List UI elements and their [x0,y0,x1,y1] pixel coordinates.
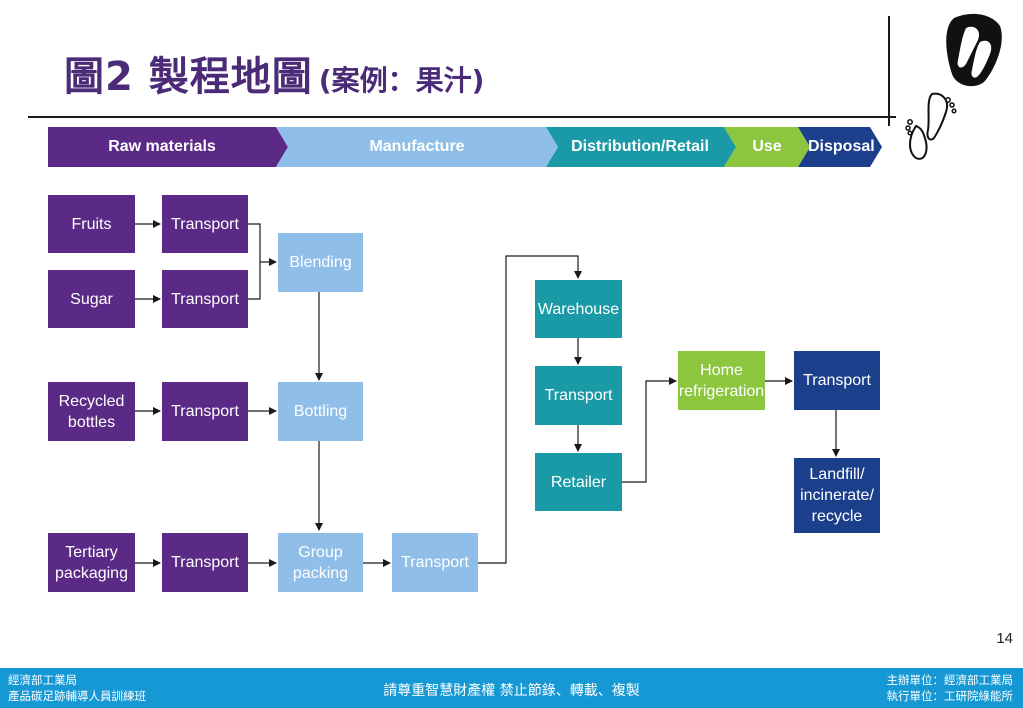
box-recycled-bottles: Recycled bottles [48,382,135,441]
title-sub: (案例：果汁) [318,64,485,97]
arrow-transport-warehouse [478,255,582,564]
box-landfill: Landfill/ incinerate/ recycle [794,458,880,533]
box-warehouse-transport: Transport [535,366,622,425]
stage-manufacture [276,127,558,167]
box-packaging-transport: Transport [162,533,248,592]
box-distribution-transport: Transport [392,533,478,592]
footprint-logo-icon [946,13,1002,87]
box-warehouse: Warehouse [535,280,622,338]
footer-left: 經濟部工業局 產品碳足跡輔導人員訓練班 [8,672,146,704]
box-tertiary-packaging: Tertiary packaging [48,533,135,592]
footer-left-line2: 產品碳足跡輔導人員訓練班 [8,689,146,703]
box-home-refrigeration: Home refrigeration [678,351,765,410]
footer-bar: 經濟部工業局 產品碳足跡輔導人員訓練班 請尊重智慧財產權 禁止節錄、轉載、複製 … [0,668,1023,708]
box-fruits: Fruits [48,195,135,253]
footer-right-line2: 執行單位：工研院綠能所 [886,689,1014,703]
stage-label-use: Use [752,138,782,155]
footprint-outline-icon [905,92,957,160]
arrow-retailer-home [622,377,677,483]
page-number: 14 [996,630,1013,647]
box-bottles-transport: Transport [162,382,248,441]
page-title: 圖2 製程地圖(案例：果汁) [64,44,484,102]
footer-left-line1: 經濟部工業局 [8,673,77,687]
box-retailer: Retailer [535,453,622,511]
footer-right-line1: 主辦單位：經濟部工業局 [886,673,1014,687]
box-disposal-transport: Transport [794,351,880,410]
logo-divider [888,16,890,126]
stage-label-manufacture: Manufacture [369,138,465,155]
box-sugar-transport: Transport [162,270,248,328]
stage-label-distribution-retail: Distribution/Retail [571,138,709,155]
footer-center: 請尊重智慧財產權 禁止節錄、轉載、複製 [383,683,640,699]
box-fruits-transport: Transport [162,195,248,253]
stage-bar [48,127,882,167]
stage-disposal [798,127,882,167]
stage-use [724,127,810,167]
box-blending: Blending [278,233,363,292]
box-bottling: Bottling [278,382,363,441]
box-sugar: Sugar [48,270,135,328]
stage-distribution-retail [546,127,736,167]
connector-transports-merge [248,223,261,300]
stage-raw-materials [48,127,288,167]
stage-label-raw-materials: Raw materials [108,138,216,155]
stage-label-disposal: Disposal [808,138,875,155]
footer-right: 主辦單位：經濟部工業局 執行單位：工研院綠能所 [887,672,1014,704]
title-divider [28,116,896,118]
box-group-packing: Group packing [278,533,363,592]
title-main: 圖2 製程地圖 [64,54,313,100]
